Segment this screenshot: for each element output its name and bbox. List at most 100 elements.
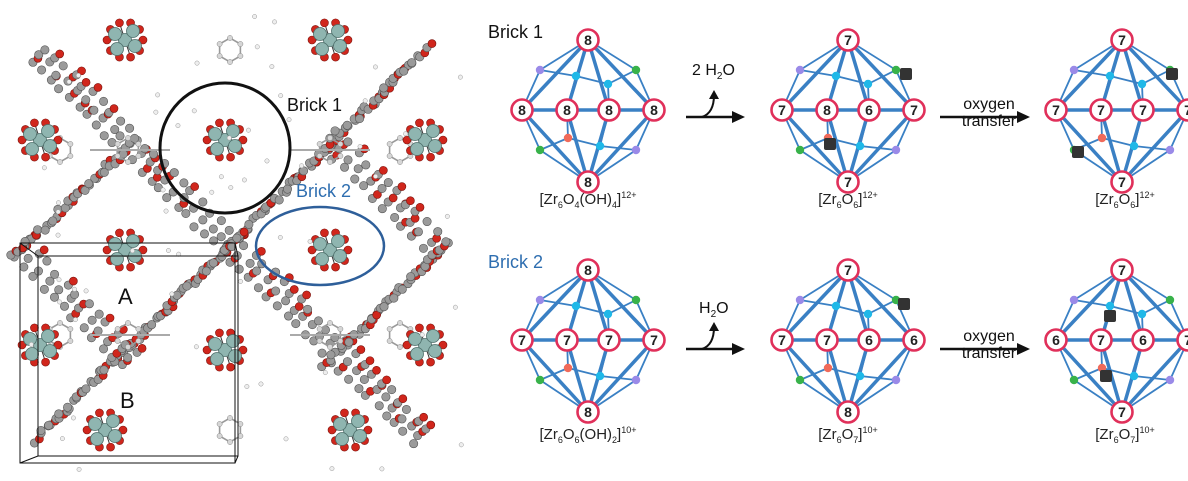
oxygen-site (631, 65, 641, 75)
vacancy-marker (1166, 68, 1178, 80)
zr-atom (315, 42, 329, 56)
coordination-number: 7 (1118, 32, 1126, 48)
hydrogen-atom (373, 173, 378, 179)
arrow-head (732, 343, 745, 355)
hydrogen-atom (28, 342, 34, 347)
oxygen-site (1165, 295, 1175, 305)
cluster-edge (1120, 338, 1188, 414)
cluster-edge (827, 367, 861, 377)
carbon-atom (54, 409, 64, 419)
brick2-heading: Brick 2 (488, 252, 544, 272)
cluster-edge (520, 338, 590, 414)
oxygen-atom (397, 182, 407, 191)
carbon-atom (245, 258, 255, 268)
zr-coordination-ring (576, 258, 600, 282)
arrow-head (1017, 111, 1030, 123)
zr-atom (25, 347, 39, 361)
carbon-atom (33, 225, 43, 235)
zr-coordination-ring (1131, 98, 1155, 122)
hydrogen-atom (160, 187, 166, 193)
zr-coordination-ring (1110, 400, 1134, 424)
oxygen-atom (215, 328, 224, 338)
carbon-atom (374, 401, 384, 411)
zr-atom (353, 429, 367, 443)
carbon-atom (81, 384, 91, 394)
cluster-edge (1101, 367, 1135, 377)
carbon-atom (237, 433, 244, 439)
zr-coordination-ring (1089, 328, 1113, 352)
linker (316, 135, 344, 165)
carbon-atom (172, 290, 182, 300)
carbon-atom (99, 365, 109, 375)
cluster-edge (1073, 69, 1111, 77)
coordination-number: 6 (910, 332, 918, 348)
cluster-edge (1073, 367, 1103, 381)
cluster-edge (1054, 268, 1124, 342)
cluster-edge (565, 339, 590, 413)
carbon-atom (361, 160, 371, 170)
cluster-edge (1133, 145, 1171, 151)
hydrogen-atom (41, 165, 47, 171)
carbon-atom (84, 179, 94, 189)
hydrogen-atom (169, 291, 175, 297)
coordination-number: 8 (518, 102, 526, 118)
zr-coordination-ring (1044, 98, 1068, 122)
carbon-atom (422, 217, 432, 227)
hydrogen-atom (57, 299, 62, 305)
oxygen-atom (102, 245, 112, 255)
cluster-edge (846, 268, 916, 342)
coordination-number: 7 (1118, 262, 1126, 278)
carbon-atom (63, 402, 73, 412)
hydrogen-atom (56, 200, 61, 206)
zr-coordination-ring (836, 28, 860, 52)
oxygen-site (1069, 295, 1079, 305)
carbon-atom (91, 120, 101, 130)
carbon-atom (216, 53, 223, 59)
cluster-edge (599, 375, 637, 381)
zr6-cluster (102, 18, 148, 62)
zr-atom (208, 127, 222, 141)
cluster-edge (1120, 269, 1145, 341)
vacancy-marker (1104, 310, 1116, 322)
oxygen-atom (215, 118, 224, 128)
oxygen-site (603, 79, 613, 89)
carbon-atom (216, 433, 223, 439)
cluster-edge (835, 305, 869, 315)
carbon-atom (45, 276, 55, 286)
carbon-atom (281, 296, 291, 306)
oxygen-atom (415, 202, 425, 212)
oxygen-atom (415, 323, 424, 333)
carbon-atom (244, 219, 254, 229)
coordination-number: 7 (1118, 404, 1126, 420)
zr6-cluster (307, 228, 353, 272)
zr-coordination-ring (1110, 170, 1134, 194)
carbon-atom (377, 183, 387, 193)
carbon-atom (303, 304, 313, 314)
coordination-number: 8 (584, 174, 592, 190)
formula-r2c2: [Zr6O7]10+ (818, 425, 878, 445)
cluster-edge (867, 69, 897, 85)
coordination-number: 7 (778, 332, 786, 348)
oxygen-site (1097, 133, 1107, 143)
zr-atom (106, 414, 120, 428)
zr-atom (418, 338, 432, 352)
zr-atom (118, 33, 132, 47)
zr-coordination-ring (1044, 328, 1068, 352)
hydrogen-atom (72, 286, 78, 292)
zr-coordination-ring (1131, 328, 1155, 352)
carbon-atom (342, 357, 352, 367)
carbon-atom (147, 320, 157, 330)
oxygen-site (571, 71, 581, 81)
oxygen-atom (53, 340, 63, 350)
oxygen-atom (137, 344, 147, 353)
zr6-cluster (82, 408, 128, 452)
zr-atom (126, 24, 140, 38)
cluster-edge (586, 269, 611, 341)
hydrogen-atom (357, 144, 363, 149)
zr-atom (323, 243, 337, 257)
reaction-arrows (686, 90, 1030, 355)
